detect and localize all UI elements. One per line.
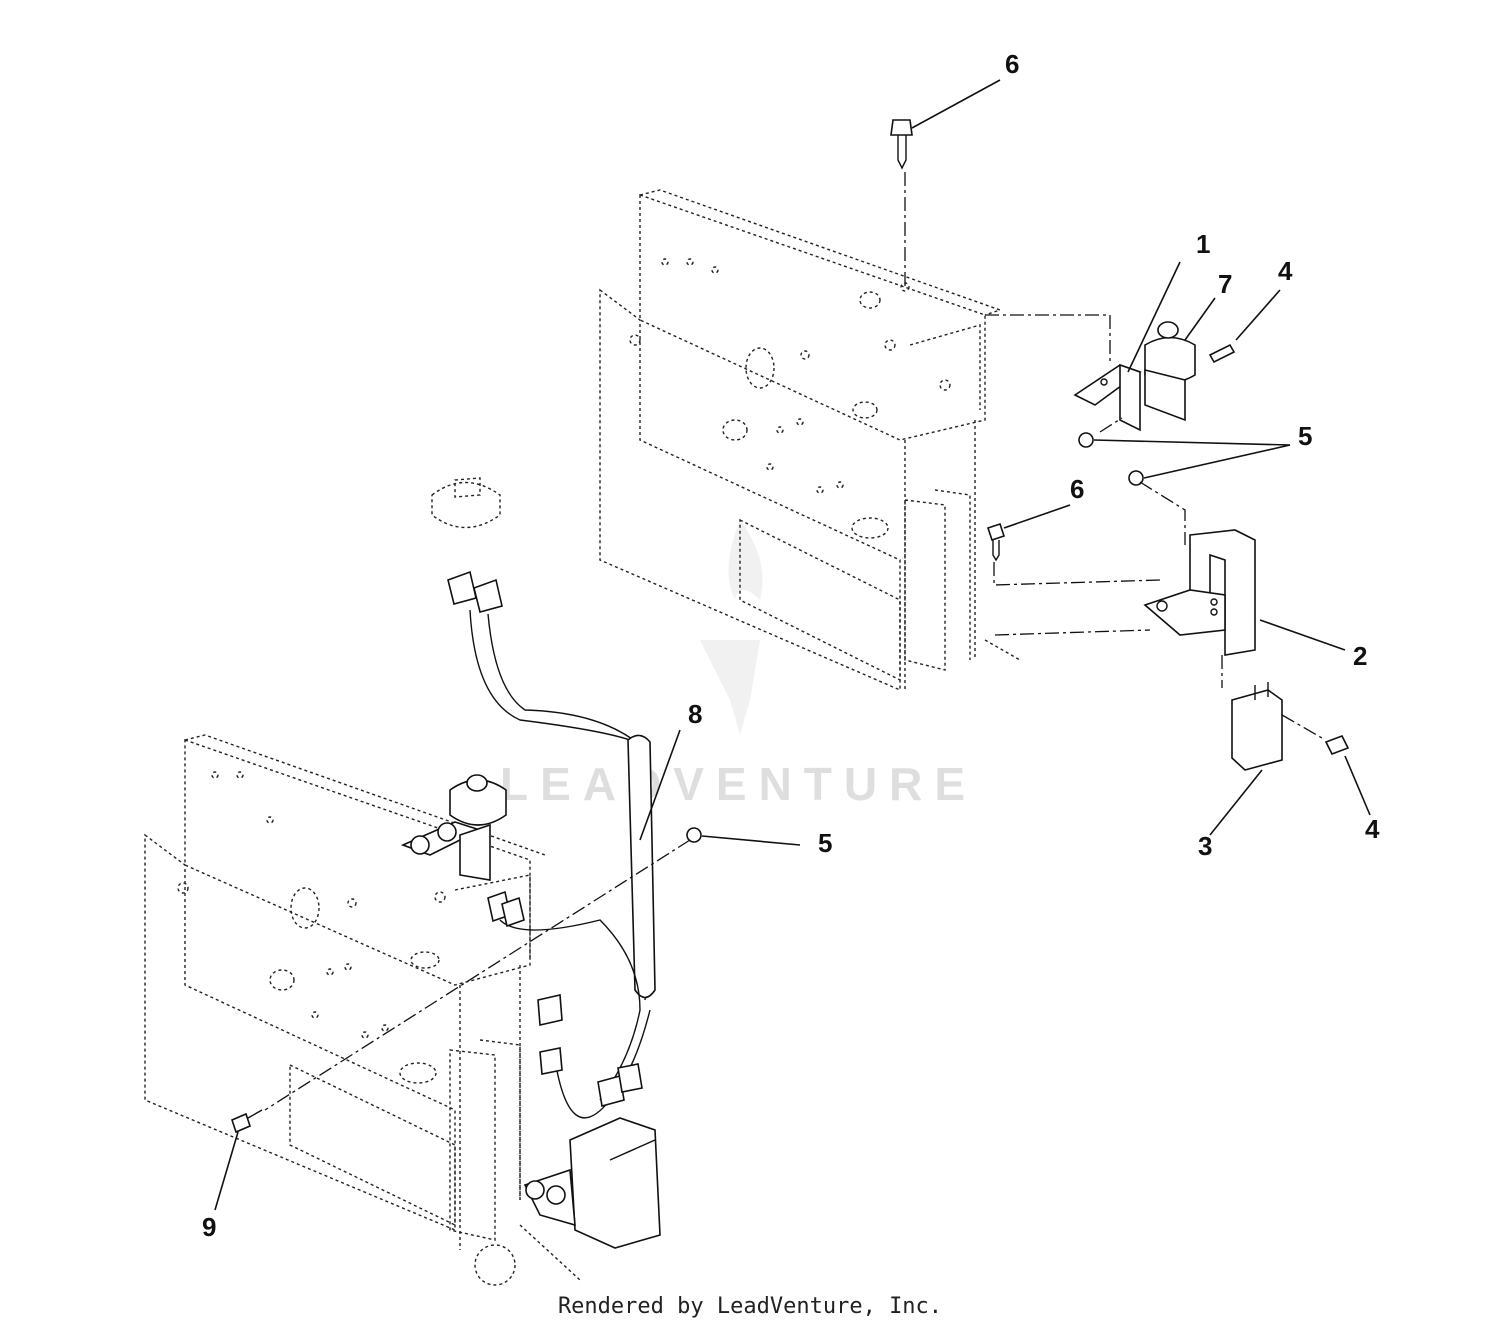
assembly-lines-upper	[904, 172, 1323, 739]
lower-switch	[400, 774, 507, 881]
screw-part-9	[231, 1109, 263, 1134]
switch-part-7	[1144, 321, 1196, 422]
wire-harness-part-8	[447, 570, 656, 1119]
screw-part-4-upper	[1208, 343, 1236, 364]
nut-part-5-upper	[1078, 432, 1144, 486]
nut-part-5-lower	[686, 827, 702, 843]
relay-part-3	[1231, 682, 1283, 771]
callout-5-lower: 5	[818, 828, 832, 858]
callout-8: 8	[688, 699, 702, 729]
watermark-logo	[700, 520, 763, 735]
callout-7: 7	[1218, 269, 1232, 299]
upper-frame	[599, 189, 1021, 692]
assembly-lines-lower	[264, 839, 691, 1111]
callout-9: 9	[202, 1212, 216, 1242]
callout-3: 3	[1198, 831, 1212, 861]
screw-part-6-mid	[986, 522, 1006, 562]
callout-5-top: 5	[1298, 421, 1312, 451]
callout-6-top: 6	[1005, 49, 1019, 79]
callout-2: 2	[1353, 641, 1367, 671]
switch-cap	[431, 477, 501, 529]
render-credit: Rendered by LeadVenture, Inc.	[557, 1294, 943, 1319]
lower-frame	[144, 734, 581, 1286]
bracket-part-2	[1143, 529, 1256, 656]
callout-4-lower: 4	[1365, 814, 1380, 844]
lower-bracket-relay	[523, 1117, 661, 1249]
callout-6-mid: 6	[1070, 474, 1084, 504]
screw-part-6-upper	[890, 119, 913, 170]
bracket-part-1	[1073, 363, 1142, 432]
callout-1: 1	[1196, 229, 1210, 259]
screw-part-4-lower	[1324, 734, 1350, 756]
callout-4-top: 4	[1278, 256, 1293, 286]
leader-lines	[214, 79, 1371, 1211]
watermark-text: LEADVENTURE	[500, 758, 977, 810]
